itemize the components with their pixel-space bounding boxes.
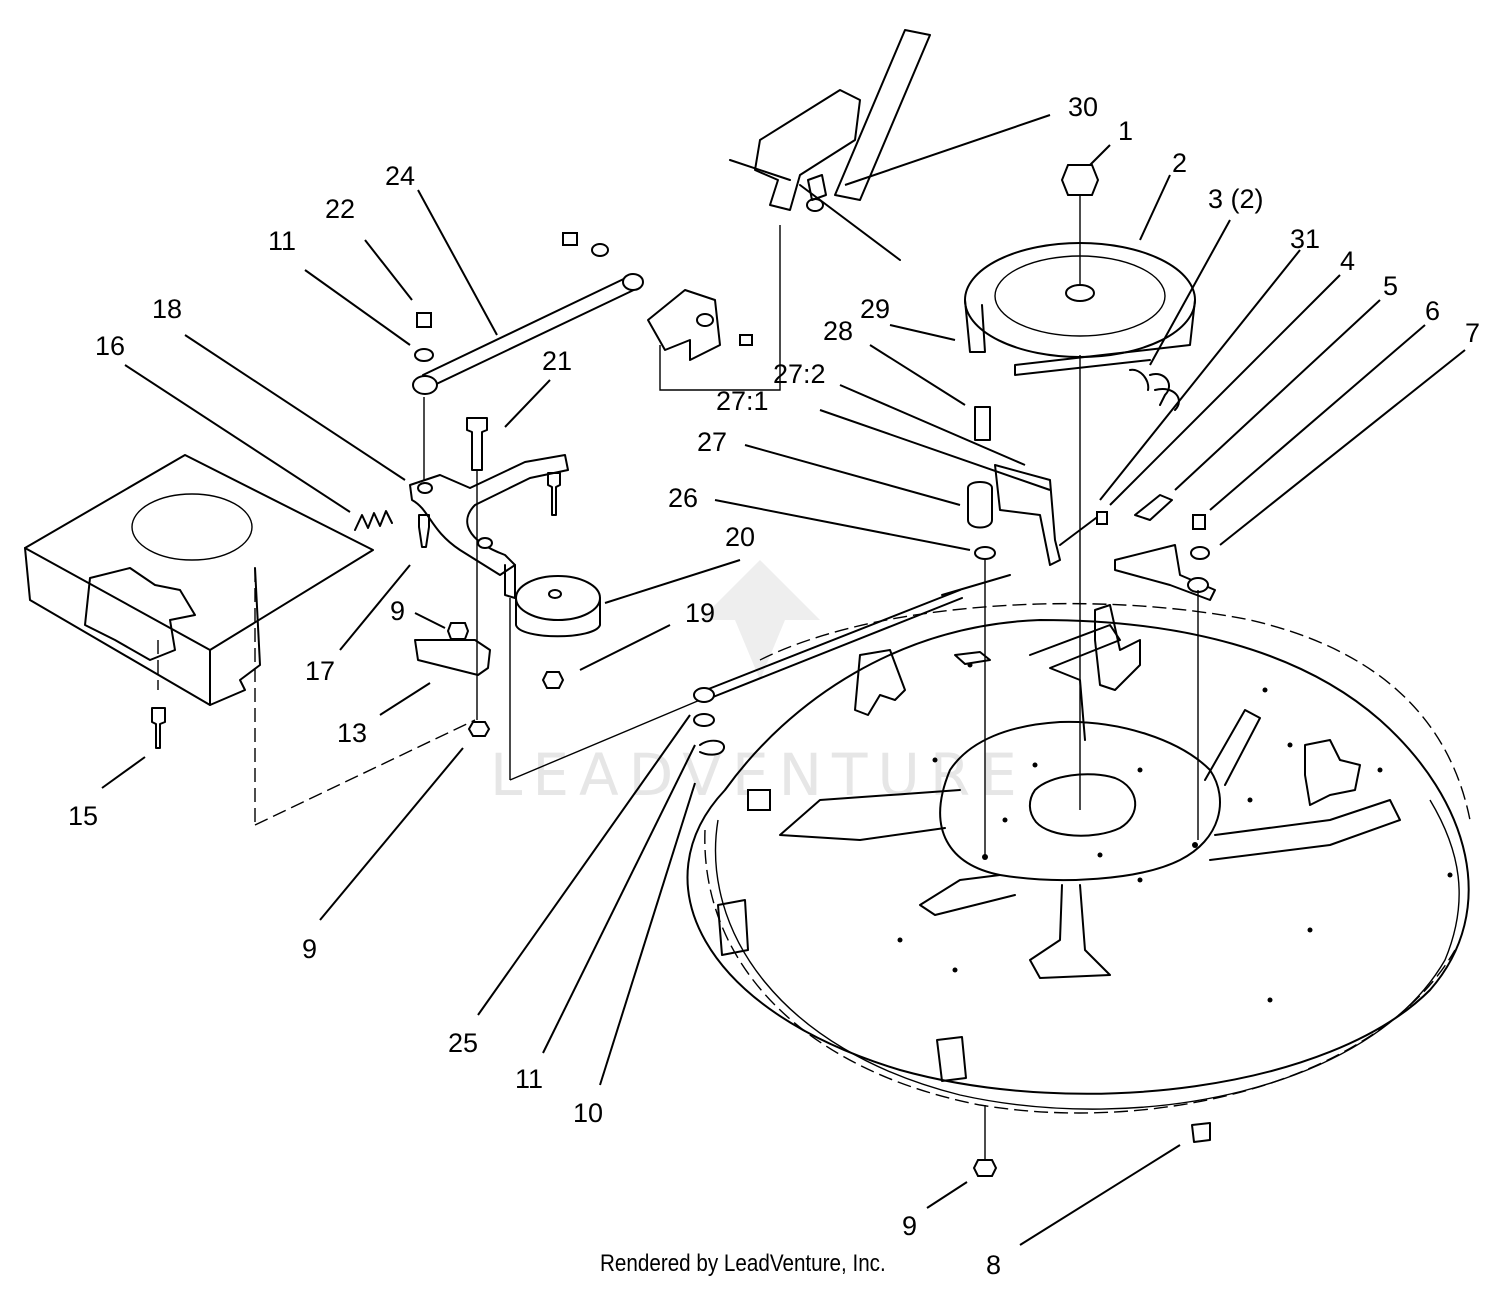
callout-31: 31 [1290,224,1320,254]
bolt-15 [151,707,166,749]
callout-19: 19 [685,598,715,628]
cable-25 [705,589,963,700]
callout-9-left: 9 [302,934,317,964]
bolt-17 [418,514,430,548]
callout-28: 28 [823,316,853,346]
spring-16 [354,510,393,531]
callout-6: 6 [1425,296,1440,326]
callout-17: 17 [305,656,335,686]
callout-9-bottom: 9 [902,1211,917,1241]
callout-27: 27 [697,427,727,457]
callout-8: 8 [986,1250,1001,1280]
callout-30: 30 [1068,92,1098,122]
spindle-pulley [964,164,1196,810]
callout-13: 13 [337,718,367,748]
callout-29: 29 [860,294,890,324]
bolt-21 [466,417,488,471]
callout-11-bottom: 11 [515,1064,543,1094]
callout-2: 2 [1172,148,1187,178]
bolt-22 [416,312,432,328]
mower-deck [686,602,1471,1143]
callout-labels: 30 1 2 3 (2) 31 4 5 6 7 24 22 11 18 16 2… [68,92,1480,1280]
callout-25: 25 [448,1028,478,1058]
nut-9-bottom [972,1159,998,1177]
nut-19 [541,671,565,689]
watermark: LEADVENTURE [490,560,1017,809]
brake-bracket [967,406,1061,855]
blade-hook [1129,368,1180,411]
callout-11-top: 11 [268,226,296,256]
callout-1: 1 [1118,116,1133,146]
idler-pulley [515,575,601,638]
spring-linkage [1059,494,1216,840]
callout-20: 20 [725,522,755,552]
callout-27-1: 27:1 [716,386,769,416]
bracket-13 [414,639,491,676]
washer-11 [414,348,434,362]
callout-5: 5 [1383,271,1398,301]
callout-18: 18 [152,294,182,324]
callout-10: 10 [573,1098,603,1128]
callout-21: 21 [542,346,572,376]
cotter-pin-10 [699,739,725,756]
callout-9-upper: 9 [390,596,405,626]
callout-4: 4 [1340,246,1355,276]
callout-22: 22 [325,194,355,224]
watermark-logo-icon [700,560,820,680]
credit-text: Rendered by LeadVenture, Inc. [600,1250,886,1277]
deck-holes [897,662,1453,1003]
lift-linkage [659,29,931,391]
callout-7: 7 [1465,318,1480,348]
callout-16: 16 [95,331,125,361]
callout-15: 15 [68,801,98,831]
callout-24: 24 [385,161,415,191]
callout-3-2: 3 (2) [1208,184,1264,214]
callout-27-2: 27:2 [773,359,826,389]
mounting-plate [24,454,476,826]
callout-26: 26 [668,483,698,513]
washer-11b [693,713,715,727]
leader-lines [101,114,1466,1246]
control-rod [412,232,753,395]
